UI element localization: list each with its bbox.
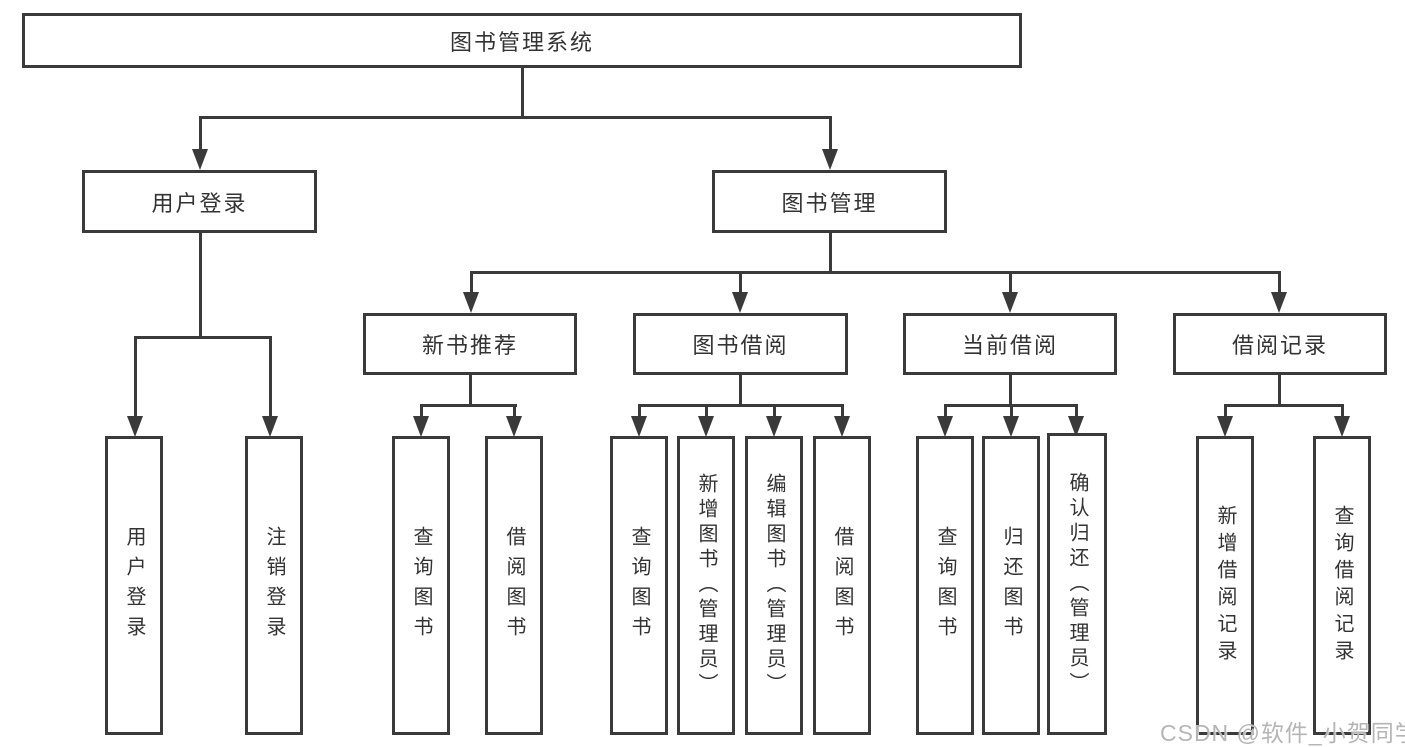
connector-line [739,271,742,295]
leaf-return-book: 归还图书 [982,436,1040,735]
connector-line [1341,404,1344,418]
node-label: 图书管理 [781,190,878,216]
node-label: 图书借阅 [692,333,789,358]
connector-line [513,404,516,418]
connector-line [199,233,202,338]
arrow-down-icon [822,149,838,170]
node-new-book-recommend: 新书推荐 [363,313,577,375]
leaf-label: 注销登录 [263,525,285,646]
connector-line [705,404,708,418]
leaf-confirm-return-admin: 确认归还（管理员） [1047,433,1107,735]
connector-line [829,233,832,273]
arrow-down-icon [732,292,748,313]
arrow-down-icon [631,416,647,437]
connector-line [1278,271,1281,295]
arrow-down-icon [834,416,850,437]
leaf-label: 新增借阅记录 [1214,504,1236,667]
connector-line [1009,271,1012,295]
connector-line [739,375,742,406]
connector-line [521,68,524,117]
connector-line [1075,404,1078,418]
node-borrow-record: 借阅记录 [1173,313,1387,375]
leaf-label: 查询图书 [410,525,432,646]
arrow-down-icon [766,416,782,437]
leaf-label: 查询借阅记录 [1331,504,1353,667]
leaf-label: 用户登录 [123,525,145,646]
leaf-label: 归还图书 [1000,525,1022,646]
connector-line [470,271,1281,274]
connector-line [829,116,832,150]
node-book-borrow: 图书借阅 [633,313,848,375]
arrow-down-icon [1002,292,1018,313]
connector-line [773,404,776,418]
arrow-down-icon [463,292,479,313]
connector-line [470,271,473,295]
connector-line [1224,404,1227,418]
leaf-borrow-book-2: 借阅图书 [813,436,871,735]
node-book-management: 图书管理 [712,170,947,233]
node-label: 图书管理系统 [449,29,594,55]
connector-line [420,404,517,407]
connector-line [134,336,271,339]
leaf-query-borrow-record: 查询借阅记录 [1313,436,1371,735]
connector-line [638,404,641,418]
leaf-label: 查询图书 [628,525,650,646]
connector-line [1009,375,1012,406]
leaf-query-book-3: 查询图书 [916,436,974,735]
connector-line [199,116,202,150]
arrow-down-icon [1271,292,1287,313]
connector-line [1278,375,1281,406]
leaf-label: 编辑图书（管理员） [763,473,785,698]
node-label: 当前借阅 [961,333,1058,358]
node-user-login: 用户登录 [82,170,317,233]
leaf-label: 确认归还（管理员） [1066,471,1088,697]
leaf-user-login: 用户登录 [105,436,163,735]
leaf-query-book-2: 查询图书 [610,436,668,735]
connector-line [420,404,423,418]
leaf-add-borrow-record: 新增借阅记录 [1196,436,1254,735]
connector-line [199,116,832,119]
leaf-label: 查询图书 [934,525,956,646]
csdn-watermark: CSDN @软件_小贺同学 [1160,720,1405,746]
connector-line [134,336,137,418]
arrow-down-icon [1217,416,1233,437]
leaf-query-book-1: 查询图书 [392,436,450,735]
node-label: 新书推荐 [421,333,518,358]
leaf-label: 借阅图书 [503,525,525,646]
connector-line [269,336,272,418]
node-current-borrow: 当前借阅 [903,313,1117,375]
connector-line [1010,404,1013,418]
arrow-down-icon [1003,416,1019,437]
arrow-down-icon [127,416,143,437]
arrow-down-icon [192,149,208,170]
leaf-label: 新增图书（管理员） [695,473,717,698]
leaf-borrow-book-1: 借阅图书 [485,436,543,735]
node-label: 用户登录 [151,190,248,216]
connector-line [469,375,472,406]
arrow-down-icon [1068,416,1084,437]
leaf-label: 借阅图书 [831,525,853,646]
leaf-edit-book-admin: 编辑图书（管理员） [745,436,803,735]
arrow-down-icon [1334,416,1350,437]
connector-line [638,404,844,407]
node-root-system: 图书管理系统 [22,13,1022,68]
arrow-down-icon [698,416,714,437]
node-label: 借阅记录 [1231,333,1328,358]
arrow-down-icon [413,416,429,437]
arrow-down-icon [506,416,522,437]
arrow-down-icon [937,416,953,437]
arrow-down-icon [262,416,278,437]
leaf-add-book-admin: 新增图书（管理员） [677,436,735,735]
connector-line [1224,404,1343,407]
leaf-logout: 注销登录 [245,436,303,735]
connector-line [944,404,947,418]
connector-line [841,404,844,418]
